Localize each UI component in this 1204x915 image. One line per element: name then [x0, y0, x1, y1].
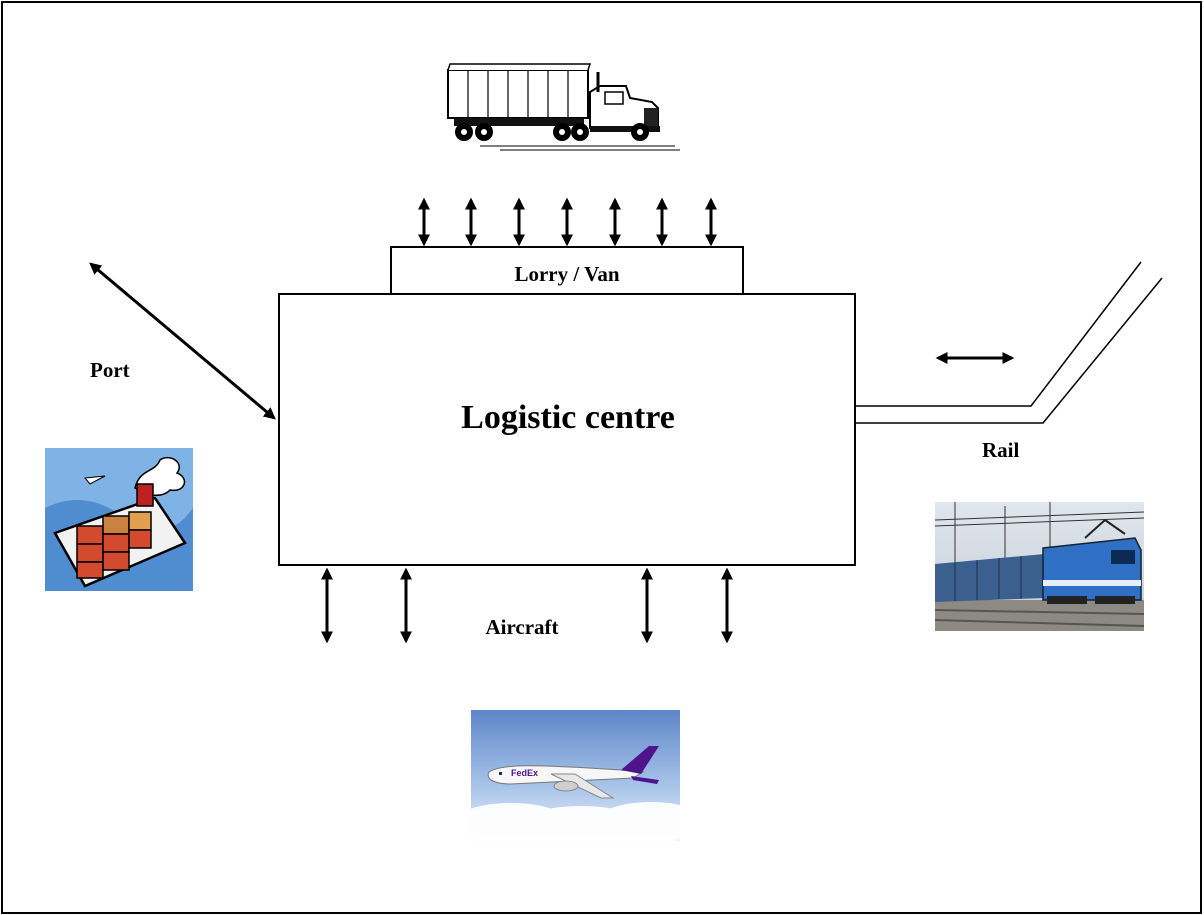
cargo-plane-icon: FedEx	[451, 710, 706, 864]
lorry-arrows	[418, 197, 717, 247]
rail-track	[855, 261, 1163, 424]
lorry-label: Lorry / Van	[514, 262, 619, 286]
rail-label: Rail	[982, 438, 1020, 462]
aircraft-arrows	[321, 567, 733, 644]
logistic-centre-box	[278, 293, 856, 566]
freight-train-icon	[934, 502, 1145, 631]
port-arrow	[89, 262, 276, 420]
truck-icon	[447, 63, 680, 151]
port-label: Port	[90, 358, 130, 382]
plane-logo: FedEx	[511, 768, 538, 778]
logistic-centre-label: Logistic centre	[461, 399, 675, 436]
aircraft-label: Aircraft	[485, 615, 558, 639]
cargo-ship-icon	[45, 448, 193, 591]
